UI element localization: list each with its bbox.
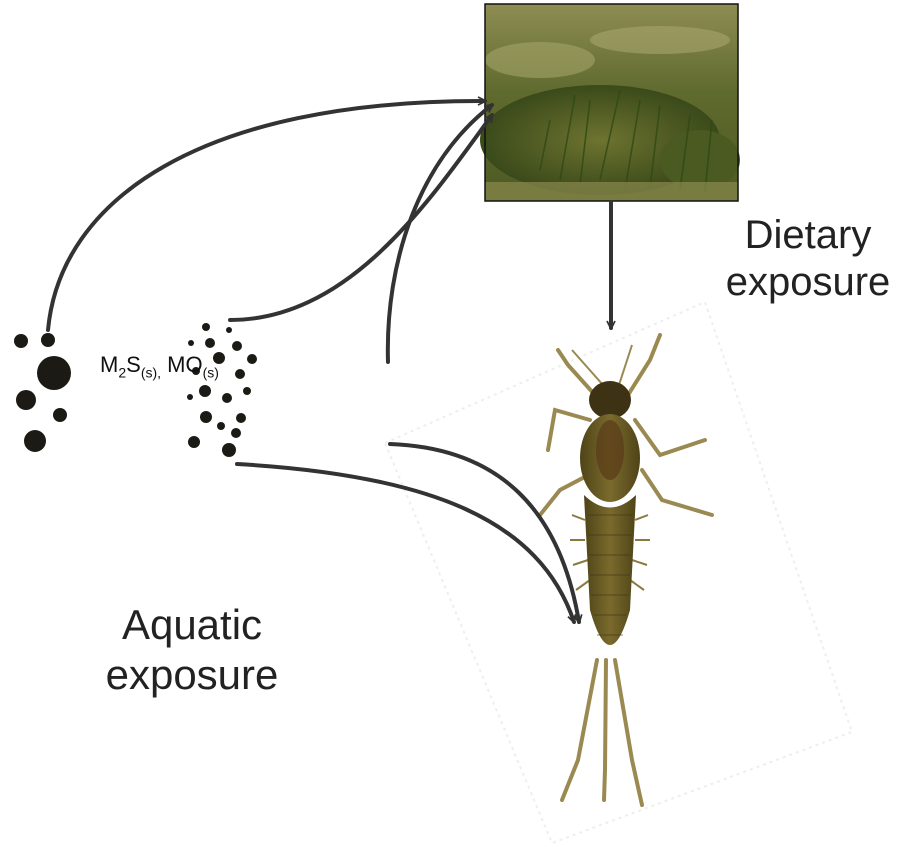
particle [16, 390, 36, 410]
particle [14, 334, 28, 348]
particle [236, 413, 246, 423]
formula-phase-solid: (s), [141, 364, 161, 380]
particle [202, 323, 210, 331]
formula-subscript: 2 [118, 364, 126, 380]
aquatic-exposure-label: Aquatic exposure [82, 600, 302, 699]
dietary-label-line2: exposure [708, 259, 908, 306]
aquatic-label-line2: exposure [82, 650, 302, 700]
particle-cluster-small [187, 323, 257, 457]
formula-sulfide-symbol: S [126, 352, 141, 377]
formula-metal-symbol: M [100, 352, 118, 377]
dietary-exposure-label: Dietary exposure [708, 212, 908, 306]
particle [37, 356, 71, 390]
particle [41, 333, 55, 347]
particle [217, 422, 225, 430]
particle [187, 394, 193, 400]
particle [243, 387, 251, 395]
arrow-water-to-biofilm [388, 105, 492, 362]
particle [205, 338, 215, 348]
aquatic-label-line1: Aquatic [82, 600, 302, 650]
dietary-label-line1: Dietary [708, 212, 908, 259]
mayfly-photo [385, 302, 852, 843]
particle [247, 354, 257, 364]
particle [188, 436, 200, 448]
particle [53, 408, 67, 422]
arrow-particles-to-biofilm [48, 101, 485, 330]
particle-cluster-large [14, 333, 71, 452]
particle [222, 443, 236, 457]
formula-oxide-symbol: MO [167, 352, 202, 377]
biofilm-photo [480, 4, 740, 201]
particle [235, 369, 245, 379]
particle [231, 428, 241, 438]
particle [226, 327, 232, 333]
formula-phase-solid-2: (s) [203, 364, 219, 380]
particle [24, 430, 46, 452]
particle [222, 393, 232, 403]
particle [232, 341, 242, 351]
particle [188, 340, 194, 346]
particle [200, 411, 212, 423]
particle-formula-label: M2S(s), MO(s) [100, 352, 219, 380]
particle [199, 385, 211, 397]
